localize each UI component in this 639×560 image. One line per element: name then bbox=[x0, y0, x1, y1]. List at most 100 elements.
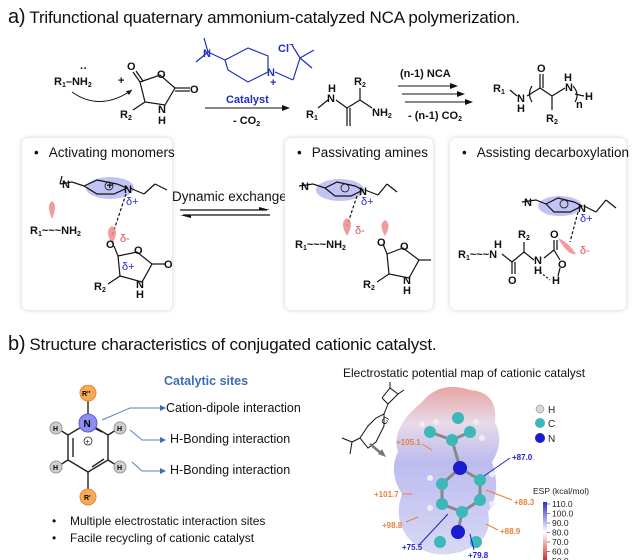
esp-scale-tick-label: 50.0 bbox=[552, 556, 569, 560]
bullet-item: •Multiple electrostatic interaction site… bbox=[52, 514, 266, 528]
svg-text:N: N bbox=[124, 184, 132, 196]
svg-text:O: O bbox=[134, 245, 143, 257]
lone-pair-dots: ·· bbox=[80, 63, 87, 75]
pyridinium-diagram: R'' N + H H H H R' bbox=[49, 385, 127, 506]
svg-text:H: H bbox=[136, 289, 144, 301]
esp-value: +98.8 bbox=[382, 521, 403, 530]
svg-text:O: O bbox=[127, 61, 136, 73]
svg-text:N: N bbox=[578, 203, 586, 215]
catalyst-structure bbox=[195, 37, 315, 83]
section-a-title: a)Trifunctional quaternary ammonium-cata… bbox=[8, 6, 520, 29]
svg-text:H: H bbox=[158, 115, 166, 127]
svg-text:R2: R2 bbox=[94, 281, 106, 294]
esp-map-title: Electrostatic potential map of cationic … bbox=[343, 366, 586, 380]
delta-plus: δ+ bbox=[126, 196, 139, 208]
r-double-prime-label: R'' bbox=[82, 391, 91, 398]
svg-text:R1~~~NH2: R1~~~NH2 bbox=[295, 239, 346, 252]
svg-text:O: O bbox=[106, 239, 115, 251]
svg-text:+: + bbox=[107, 180, 113, 192]
polymer-product bbox=[509, 74, 585, 110]
catalyst-line-structure bbox=[341, 382, 405, 455]
esp-value: +75.5 bbox=[402, 543, 423, 552]
svg-text:H: H bbox=[534, 265, 542, 277]
svg-text:H: H bbox=[53, 465, 58, 472]
legend-c-label: C bbox=[548, 419, 555, 430]
delta-minus: δ- bbox=[120, 233, 130, 245]
bullet-item: •Facile recycling of cationic catalyst bbox=[52, 531, 255, 545]
catalytic-sites-title: Catalytic sites bbox=[164, 374, 249, 388]
esp-scale-tick-label: 90.0 bbox=[552, 518, 569, 528]
svg-text:H: H bbox=[494, 239, 502, 251]
svg-text:N: N bbox=[524, 197, 532, 209]
svg-text:R1~~~N: R1~~~N bbox=[458, 249, 497, 262]
intermediate bbox=[317, 88, 373, 126]
svg-text:O: O bbox=[164, 259, 172, 271]
svg-text:δ+: δ+ bbox=[122, 261, 135, 273]
section-b-title-text: Structure characteristics of conjugated … bbox=[29, 335, 437, 354]
svg-text:N: N bbox=[158, 104, 166, 116]
esp-value: +88.3 bbox=[514, 498, 535, 507]
svg-text:N: N bbox=[136, 279, 144, 291]
svg-text:R1~~~NH2: R1~~~NH2 bbox=[30, 225, 81, 238]
esp-counterion: Cl bbox=[379, 415, 391, 426]
esp-surface bbox=[393, 386, 500, 555]
arrow2-below-label: - (n-1) CO2 bbox=[408, 110, 462, 123]
nitrogen-label: N bbox=[84, 419, 91, 430]
svg-text:R1: R1 bbox=[493, 83, 505, 96]
svg-text:O: O bbox=[400, 241, 409, 253]
esp-scale-title: ESP (kcal/mol) bbox=[533, 486, 589, 496]
svg-text:+: + bbox=[86, 439, 90, 446]
svg-text:H: H bbox=[552, 275, 560, 287]
r-prime-label: R' bbox=[84, 495, 91, 502]
atom-legend: H C N bbox=[535, 404, 555, 445]
svg-text:H: H bbox=[403, 285, 411, 297]
svg-text:R2: R2 bbox=[546, 113, 558, 126]
attack-arrow bbox=[71, 89, 133, 102]
panel-activating-monomers: •Activating monomers N N + δ+ R1~~~NH2 δ… bbox=[22, 138, 175, 310]
delta-minus: δ- bbox=[355, 225, 365, 237]
legend-c-swatch bbox=[535, 418, 545, 428]
site-h-bonding-2: H-Bonding interaction bbox=[170, 463, 291, 477]
esp-value: +87.0 bbox=[512, 453, 533, 462]
delta-plus: δ+ bbox=[580, 213, 593, 225]
esp-map: Cl +105.1 +101.7 bbox=[341, 382, 589, 560]
svg-text:O: O bbox=[377, 237, 386, 249]
feature-bullets: •Multiple electrostatic interaction site… bbox=[52, 513, 265, 547]
svg-text:N: N bbox=[62, 179, 70, 191]
svg-text:N: N bbox=[267, 67, 275, 79]
arrow2-above-label: (n-1) NCA bbox=[400, 68, 451, 80]
esp-value: +79.8 bbox=[468, 551, 489, 560]
svg-text:R2: R2 bbox=[363, 279, 375, 292]
svg-text:+: + bbox=[270, 77, 276, 89]
panel-passivating-amines: •Passivating amines N N δ+ δ- R1~~~NH2 O… bbox=[285, 138, 433, 310]
esp-scale-tick-label: 70.0 bbox=[552, 537, 569, 547]
svg-text:N: N bbox=[403, 275, 411, 287]
equilibrium-arrows bbox=[180, 207, 270, 218]
svg-text:H: H bbox=[117, 426, 122, 433]
svg-text:R2: R2 bbox=[518, 229, 530, 242]
svg-text:N: N bbox=[301, 181, 309, 193]
delta-plus: δ+ bbox=[361, 196, 374, 208]
svg-text:O: O bbox=[190, 84, 199, 96]
reaction-scheme: R1–NH2 ·· + O O O N H R2 N N + Cl− Catal… bbox=[54, 37, 593, 128]
arrow1-below-label: - CO2 bbox=[233, 115, 260, 128]
delta-minus: δ- bbox=[580, 245, 590, 257]
esp-scale-tick-label: 110.0 bbox=[552, 499, 573, 509]
svg-text:H: H bbox=[585, 91, 593, 103]
plus-sign: + bbox=[118, 75, 124, 87]
svg-text:N: N bbox=[327, 93, 335, 105]
esp-values-orange: +105.1 +101.7 +98.8 +88.3 +88.9 bbox=[374, 438, 535, 536]
svg-text:H: H bbox=[53, 426, 58, 433]
reaction-arrow-1 bbox=[282, 105, 290, 111]
svg-text:H: H bbox=[117, 465, 122, 472]
svg-text:N: N bbox=[203, 48, 211, 60]
esp-value: +101.7 bbox=[374, 490, 399, 499]
esp-scale-tick-label: 60.0 bbox=[552, 547, 569, 557]
section-b-label: b) bbox=[8, 333, 26, 355]
svg-text:H: H bbox=[564, 72, 572, 84]
molecule-atoms bbox=[419, 412, 495, 548]
svg-text:N: N bbox=[359, 186, 367, 198]
panel-assisting-decarboxylation: •Assisting decarboxylation N N δ+ δ- R1~… bbox=[450, 138, 629, 310]
site-cation-dipole: Cation-dipole interaction bbox=[166, 401, 301, 415]
